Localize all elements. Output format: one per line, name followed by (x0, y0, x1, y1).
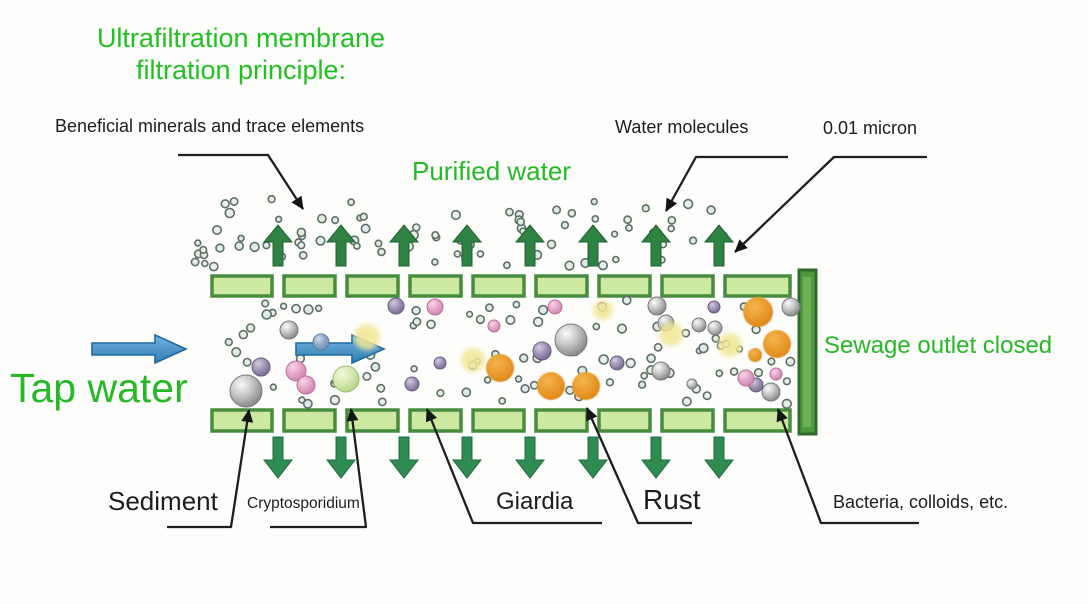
up-arrow (640, 224, 672, 267)
label-cryptosporidium: Cryptosporidium (247, 495, 360, 512)
callout-sediment (167, 409, 254, 529)
up-arrow (262, 224, 294, 267)
down-arrow (388, 436, 420, 479)
water-molecules-dots (190, 194, 796, 409)
page-title-line2: filtration principle: (135, 55, 347, 86)
particle-giardia (718, 333, 742, 357)
particle-bacteria (387, 297, 405, 315)
callout-pore-size (734, 155, 927, 253)
particle-microbe-pink (296, 375, 316, 395)
particle-bacteria (404, 376, 420, 392)
particle-sediment (761, 382, 781, 402)
particle-bacteria (609, 355, 625, 371)
page-title: Ultrafiltration membrane filtration prin… (55, 22, 427, 87)
particle-microbe-pink (769, 367, 783, 381)
particle-bacteria (433, 356, 447, 370)
label-beneficial-minerals: Beneficial minerals and trace elements (55, 116, 365, 136)
callout-bacteria (776, 408, 919, 525)
label-water-molecules: Water molecules (615, 117, 749, 137)
particle-sediment (781, 297, 801, 317)
particle-rust (486, 354, 514, 382)
down-arrow (325, 436, 357, 479)
particle-giardia (461, 348, 485, 372)
particle-sediment (279, 320, 299, 340)
particle-giardia (659, 322, 683, 346)
purified-water-up-arrows (262, 224, 735, 267)
label-bacteria-colloids: Bacteria, colloids, etc. (833, 492, 1009, 512)
particle-rust (572, 372, 600, 400)
down-arrow (577, 436, 609, 479)
particle-sediment (651, 361, 671, 381)
particle-rust (763, 330, 791, 358)
particle-giardia (354, 324, 380, 350)
particle-bacteria (532, 341, 552, 361)
up-arrow (451, 224, 483, 267)
label-tap-water: Tap water (10, 365, 188, 411)
down-arrow (514, 436, 546, 479)
particle-sediment (229, 374, 263, 408)
label-purified-water: Purified water (412, 156, 571, 186)
callout-beneficial-minerals (178, 153, 304, 210)
particle-colloid (312, 333, 330, 351)
label-sewage-outlet-closed: Sewage outlet closed (824, 332, 1053, 359)
particle-rust (743, 297, 773, 327)
particle-microbe-pink (737, 369, 755, 387)
membrane-bottom-row (210, 408, 792, 433)
up-arrow (514, 224, 546, 267)
down-arrow (451, 436, 483, 479)
particle-rust (748, 348, 762, 362)
down-arrow (703, 436, 735, 479)
particle-microbe-pink (285, 360, 307, 382)
particle-bacteria (707, 300, 721, 314)
particle-microbe-pink (426, 298, 444, 316)
up-arrow (703, 224, 735, 267)
label-giardia: Giardia (496, 488, 574, 515)
page-title-line1: Ultrafiltration membrane (96, 23, 386, 53)
particle-sediment (647, 296, 667, 316)
up-arrow (577, 224, 609, 267)
callout-giardia (425, 408, 602, 525)
label-sediment: Sediment (108, 486, 218, 516)
up-arrow (325, 224, 357, 267)
particle-microbe-pink (547, 299, 563, 315)
particle-sediment (707, 320, 723, 336)
particle-rust (537, 372, 565, 400)
membrane-top-row (210, 274, 792, 298)
particle-cryptosporidium (332, 365, 360, 393)
purified-water-down-arrows (262, 436, 735, 479)
callout-rust (585, 407, 692, 525)
contaminant-particles (229, 296, 801, 408)
callout-lines (167, 153, 927, 529)
label-pore-size: 0.01 micron (823, 118, 918, 138)
down-arrow (640, 436, 672, 479)
particle-microbe-pink (487, 319, 501, 333)
particle-bacteria (251, 357, 271, 377)
particle-sediment (691, 317, 707, 333)
particle-giardia (593, 300, 613, 320)
callout-water-molecules (664, 155, 788, 212)
label-rust: Rust (643, 484, 701, 515)
tap-water-flow-arrow (91, 333, 188, 365)
particle-sediment (554, 323, 588, 357)
up-arrow (388, 224, 420, 267)
down-arrow (262, 436, 294, 479)
sewage-outlet-end-cap (797, 268, 818, 436)
particle-sediment (686, 378, 698, 390)
callout-cryptosporidium (270, 408, 368, 529)
